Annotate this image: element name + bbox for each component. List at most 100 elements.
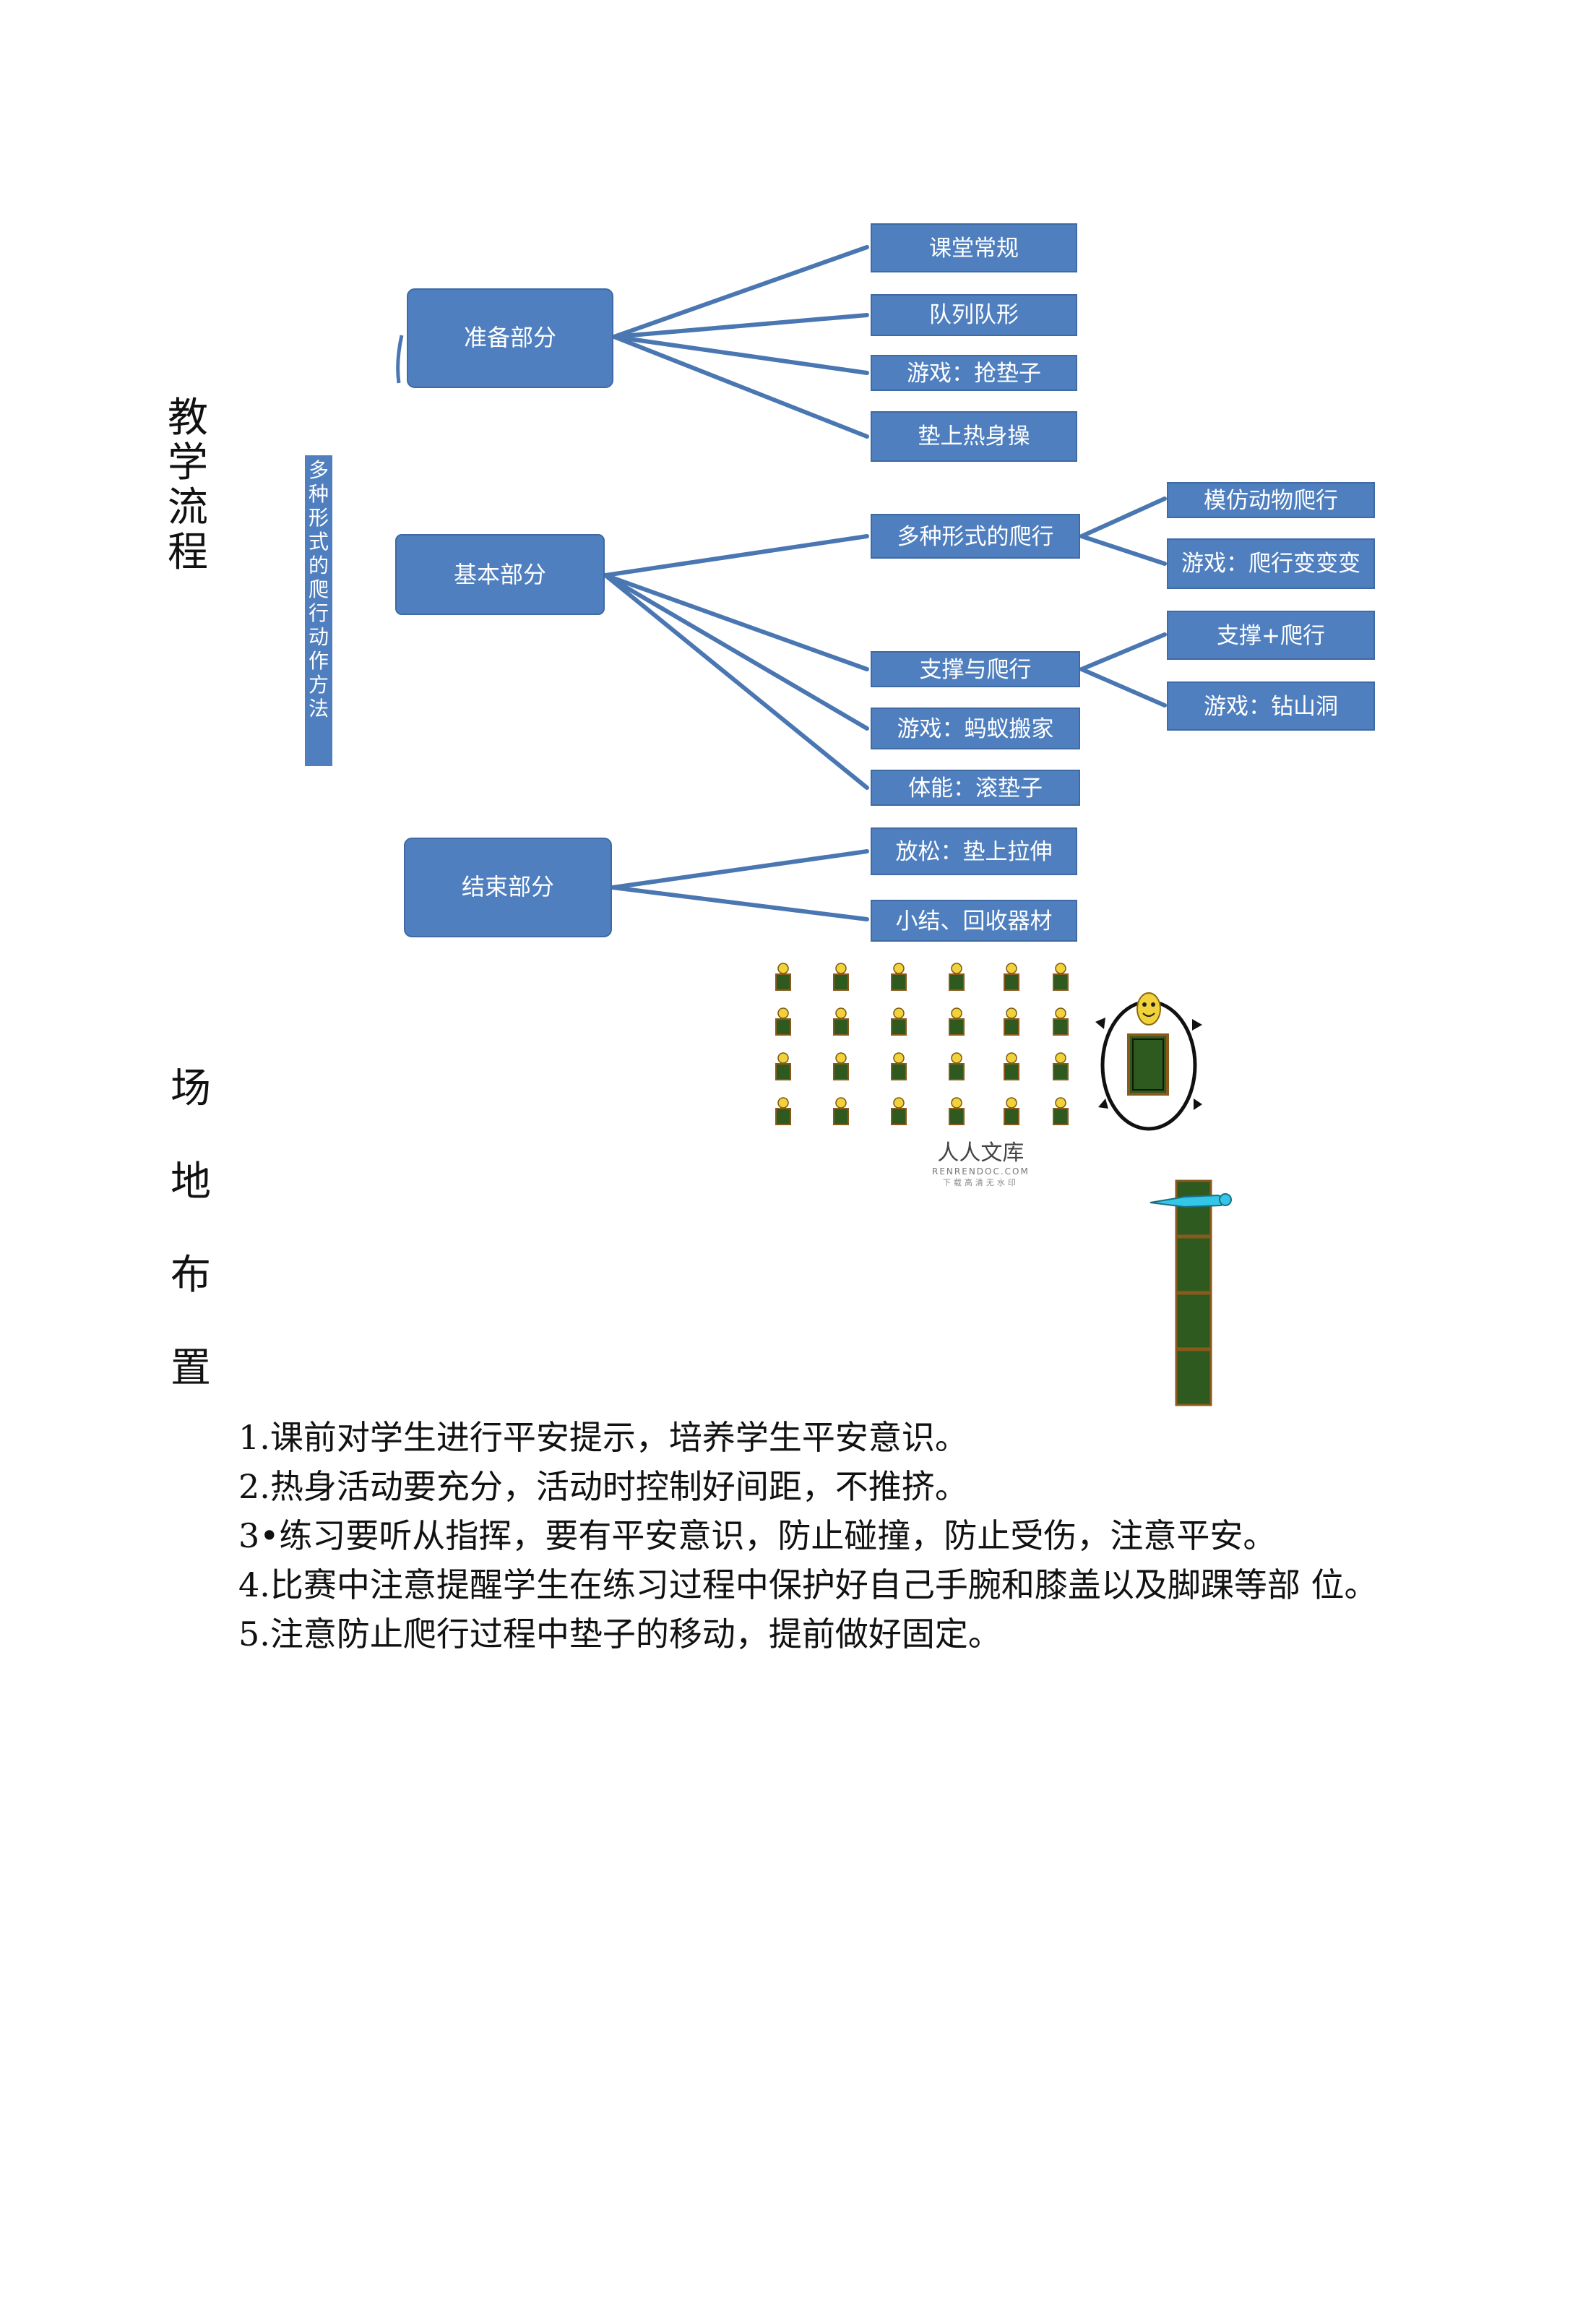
venue-layout-char: 地 <box>171 1158 211 1205</box>
student-mat <box>775 1052 791 1080</box>
node-label: 模仿动物爬行 <box>1204 488 1338 514</box>
node-fitness: 体能：滚垫子 <box>871 770 1080 806</box>
student-face-icon <box>951 1007 962 1019</box>
mat <box>949 1108 965 1125</box>
edge <box>612 335 869 375</box>
student-mat <box>1004 963 1019 991</box>
mat <box>891 973 907 991</box>
teaching-flow-char: 程 <box>168 529 208 576</box>
teacher-station <box>1095 992 1202 1131</box>
student-mat <box>891 1007 907 1036</box>
student-face-icon <box>777 1052 789 1064</box>
student-mat <box>775 1007 791 1036</box>
student-face-icon <box>893 963 905 974</box>
edge <box>612 313 869 339</box>
mat <box>1004 1018 1019 1036</box>
edge <box>1079 496 1167 538</box>
arrow-icon <box>1194 1098 1202 1110</box>
node-label: 游戏：抢垫子 <box>907 361 1041 387</box>
section-label-teaching-flow: 教 学 流 程 <box>168 396 208 575</box>
node-support-child: 支撑+爬行 <box>1167 611 1375 660</box>
student-face-icon <box>777 1007 789 1019</box>
student-face-icon <box>951 1052 962 1064</box>
edge <box>612 335 869 439</box>
vertical-title-char: 爬 <box>309 577 329 601</box>
vertical-title-char: 法 <box>309 697 329 721</box>
note-item: 2.热身活动要充分，活动时控制好间距，不推挤。 <box>238 1467 968 1506</box>
edge <box>612 245 869 339</box>
teaching-flow-char: 学 <box>168 439 208 486</box>
edge <box>603 573 869 790</box>
watermark-sub2: 下载高清无水印 <box>942 1178 1019 1187</box>
node-end-child: 放松：垫上拉伸 <box>871 827 1077 875</box>
student-mat <box>833 1097 849 1125</box>
mat <box>833 1063 849 1080</box>
mat <box>1053 973 1069 991</box>
mat <box>891 1108 907 1125</box>
vertical-title-char: 的 <box>309 554 329 577</box>
student-face-icon <box>951 1097 962 1109</box>
node-basic-label: 基本部分 <box>454 561 546 588</box>
section-label-venue-layout: 场 地 布 置 <box>171 1042 211 1415</box>
edge <box>603 573 869 671</box>
note-item: 5.注意防止爬行过程中垫子的移动，提前做好固定。 <box>238 1614 1001 1654</box>
student-mat <box>1004 1052 1019 1080</box>
edge <box>1079 632 1167 671</box>
venue-layout-char: 布 <box>171 1252 211 1299</box>
note-item: 3•练习要听从指挥，要有平安意识，防止碰撞，防止受伤，注意平安。 <box>238 1516 1277 1555</box>
student-face-icon <box>777 1097 789 1109</box>
student-face-icon <box>1006 1007 1017 1019</box>
safety-notes: 1.课前对学生进行平安提示，培养学生平安意识。 2.热身活动要充分，活动时控制好… <box>238 1413 1378 1659</box>
student-mat <box>1053 1007 1069 1036</box>
node-basic: 基本部分 <box>395 534 605 615</box>
node-prep-child: 课堂常规 <box>871 223 1077 272</box>
mat <box>833 1108 849 1125</box>
watermark-logo: 人人文库 RENRENDOC.COM 下载高清无水印 <box>932 1135 1030 1188</box>
node-label: 小结、回收器材 <box>896 908 1053 934</box>
node-label: 游戏：钻山洞 <box>1204 694 1338 720</box>
arrow-icon <box>1098 1098 1108 1109</box>
node-crawl: 多种形式的爬行 <box>871 514 1080 559</box>
mat <box>833 1018 849 1036</box>
student-face-icon <box>1055 1097 1066 1109</box>
student-mat <box>833 963 849 991</box>
edges-end <box>611 849 869 921</box>
teaching-flow-char: 流 <box>168 484 208 531</box>
mat <box>949 973 965 991</box>
crawling-figure-icon <box>1149 1193 1232 1208</box>
note-item: 4.比赛中注意提醒学生在练习过程中保护好自己手腕和膝盖以及脚踝等部 位。 <box>238 1565 1378 1604</box>
node-label: 游戏：爬行变变变 <box>1181 551 1360 577</box>
student-mat <box>775 963 791 991</box>
student-mat <box>891 1097 907 1125</box>
student-mat <box>775 1097 791 1125</box>
node-end-label: 结束部分 <box>462 873 554 900</box>
student-mat <box>891 963 907 991</box>
mat <box>891 1018 907 1036</box>
node-support-child: 游戏：钻山洞 <box>1167 681 1375 731</box>
vertical-title-text: 多种形式的爬行动作方法 <box>309 458 329 721</box>
mat <box>1175 1349 1212 1406</box>
node-prep: 准备部分 <box>407 288 613 388</box>
vertical-title-char: 种 <box>309 482 329 506</box>
student-face-icon <box>1006 963 1017 974</box>
node-label: 垫上热身操 <box>918 423 1030 450</box>
node-end-child: 小结、回收器材 <box>871 900 1077 942</box>
mat <box>775 973 791 991</box>
student-face-icon <box>835 963 847 974</box>
mat <box>1004 1063 1019 1080</box>
node-prep-label: 准备部分 <box>464 324 556 351</box>
mat <box>1175 1292 1212 1350</box>
vertical-title-char: 多 <box>309 458 329 482</box>
node-prep-child: 垫上热身操 <box>871 411 1077 462</box>
student-face-icon <box>951 963 962 974</box>
node-label: 支撑与爬行 <box>920 657 1032 683</box>
student-face-icon <box>1006 1052 1017 1064</box>
mat <box>949 1063 965 1080</box>
node-label: 队列队形 <box>929 302 1019 328</box>
node-prep-child: 队列队形 <box>871 294 1077 336</box>
student-face-icon <box>1055 1007 1066 1019</box>
node-support: 支撑与爬行 <box>871 651 1080 687</box>
mat <box>1053 1108 1069 1125</box>
mat <box>833 973 849 991</box>
venue-layout-char: 场 <box>171 1065 211 1112</box>
